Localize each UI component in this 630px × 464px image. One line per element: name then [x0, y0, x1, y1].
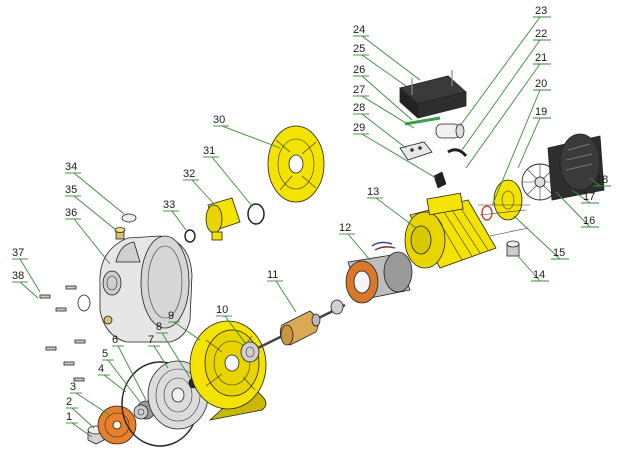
- rotor-shaft: [257, 299, 346, 350]
- callout-27: 27: [353, 84, 365, 96]
- callout-32: 32: [183, 168, 195, 180]
- callout-34: 34: [65, 161, 77, 173]
- jet-o-ring: [184, 229, 196, 243]
- callout-16: 16: [583, 215, 595, 227]
- callout-14: 14: [533, 269, 545, 281]
- callout-35: 35: [65, 184, 77, 196]
- motor-housing: [404, 192, 497, 269]
- stator-winding: [345, 241, 413, 304]
- wave-washer: [481, 205, 493, 221]
- impeller: [97, 405, 137, 445]
- callout-15: 15: [553, 247, 565, 259]
- cable-clip: [433, 171, 447, 189]
- callout-8: 8: [156, 321, 162, 333]
- callout-28: 28: [353, 102, 365, 114]
- callout-labels: 1 2 3 4 5 6 7 8 9 10 11 12 13: [12, 5, 611, 438]
- suction-cover: [267, 125, 325, 203]
- callout-25: 25: [353, 43, 365, 55]
- callout-18: 18: [596, 174, 608, 186]
- callout-4: 4: [98, 363, 104, 375]
- callout-13: 13: [367, 186, 379, 198]
- callout-26: 26: [353, 64, 365, 76]
- callout-3: 3: [70, 381, 76, 393]
- callout-36: 36: [65, 207, 77, 219]
- rear-end-plate: [478, 179, 530, 237]
- callout-37: 37: [12, 247, 24, 259]
- terminal-seal: [447, 148, 468, 157]
- callout-33: 33: [163, 199, 175, 211]
- pump-casing: [99, 235, 193, 343]
- callout-30: 30: [213, 114, 225, 126]
- callout-12: 12: [339, 222, 351, 234]
- callout-9: 9: [168, 310, 174, 322]
- callout-6: 6: [112, 334, 118, 346]
- jet-assembly: [205, 197, 241, 241]
- callout-19: 19: [535, 106, 547, 118]
- plug-seal: [121, 213, 137, 223]
- callout-22: 22: [535, 28, 547, 40]
- callout-31: 31: [203, 145, 215, 157]
- callout-11: 11: [267, 269, 278, 281]
- callout-1: 1: [66, 411, 72, 423]
- fan-cover: [547, 133, 605, 201]
- callout-29: 29: [353, 122, 365, 134]
- loose-bolts: [39, 285, 113, 382]
- callout-10: 10: [216, 304, 228, 316]
- callout-20: 20: [535, 78, 547, 90]
- cable-gland: [506, 240, 520, 257]
- drain-plug: [114, 227, 126, 240]
- cover-gasket: [404, 116, 441, 126]
- cover-o-ring: [247, 203, 265, 225]
- callout-24: 24: [353, 24, 365, 36]
- callout-2: 2: [66, 396, 72, 408]
- callout-21: 21: [535, 52, 547, 64]
- callout-23: 23: [535, 5, 547, 17]
- front-bearing: [240, 341, 260, 363]
- terminal-box-cover: [399, 70, 467, 119]
- callout-17: 17: [583, 191, 595, 203]
- terminal-block: [399, 141, 433, 161]
- callout-5: 5: [102, 348, 108, 360]
- callout-7: 7: [148, 334, 154, 346]
- callout-38: 38: [12, 270, 24, 282]
- capacitor: [435, 123, 465, 139]
